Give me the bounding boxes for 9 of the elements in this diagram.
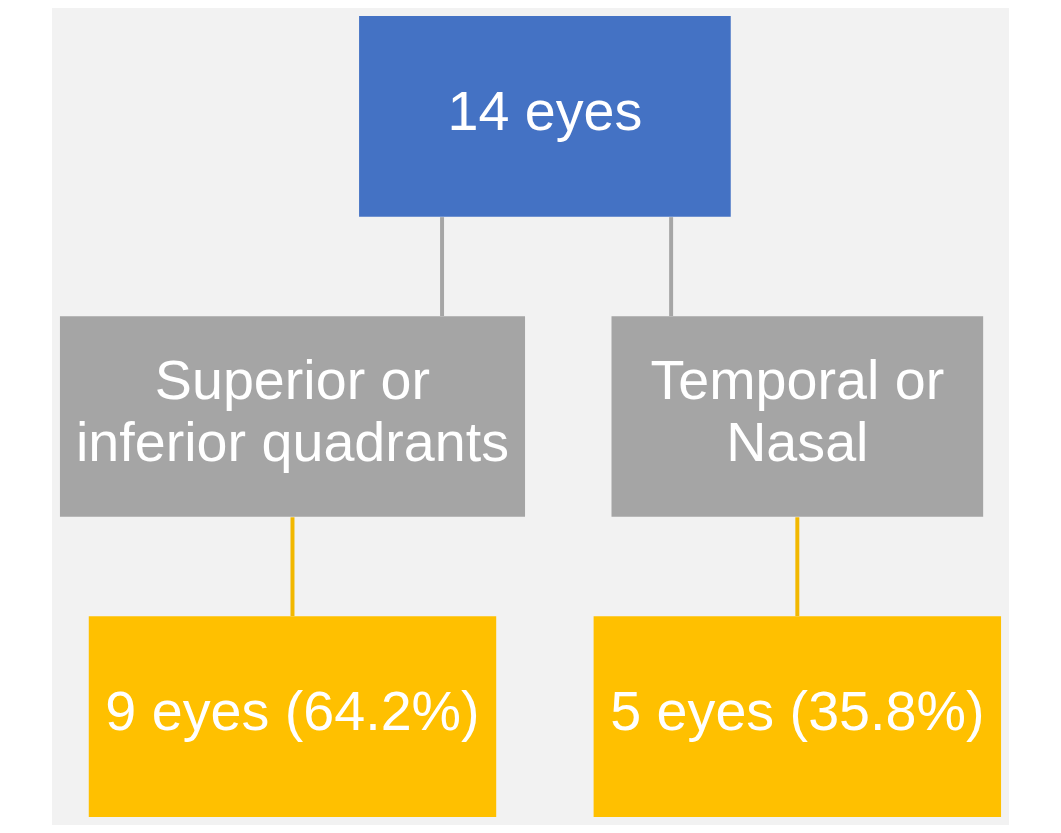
node-box: 14 eyes [359, 16, 731, 217]
node-box: Superior or inferior quadrants [59, 316, 526, 517]
connector [669, 217, 674, 316]
node-box: 9 eyes (64.2%) [88, 616, 497, 817]
connector [440, 217, 445, 316]
connector [290, 517, 295, 617]
node-box: Temporal or Nasal [611, 316, 984, 517]
node-box: 5 eyes (35.8%) [593, 616, 1002, 817]
connector [795, 517, 800, 617]
